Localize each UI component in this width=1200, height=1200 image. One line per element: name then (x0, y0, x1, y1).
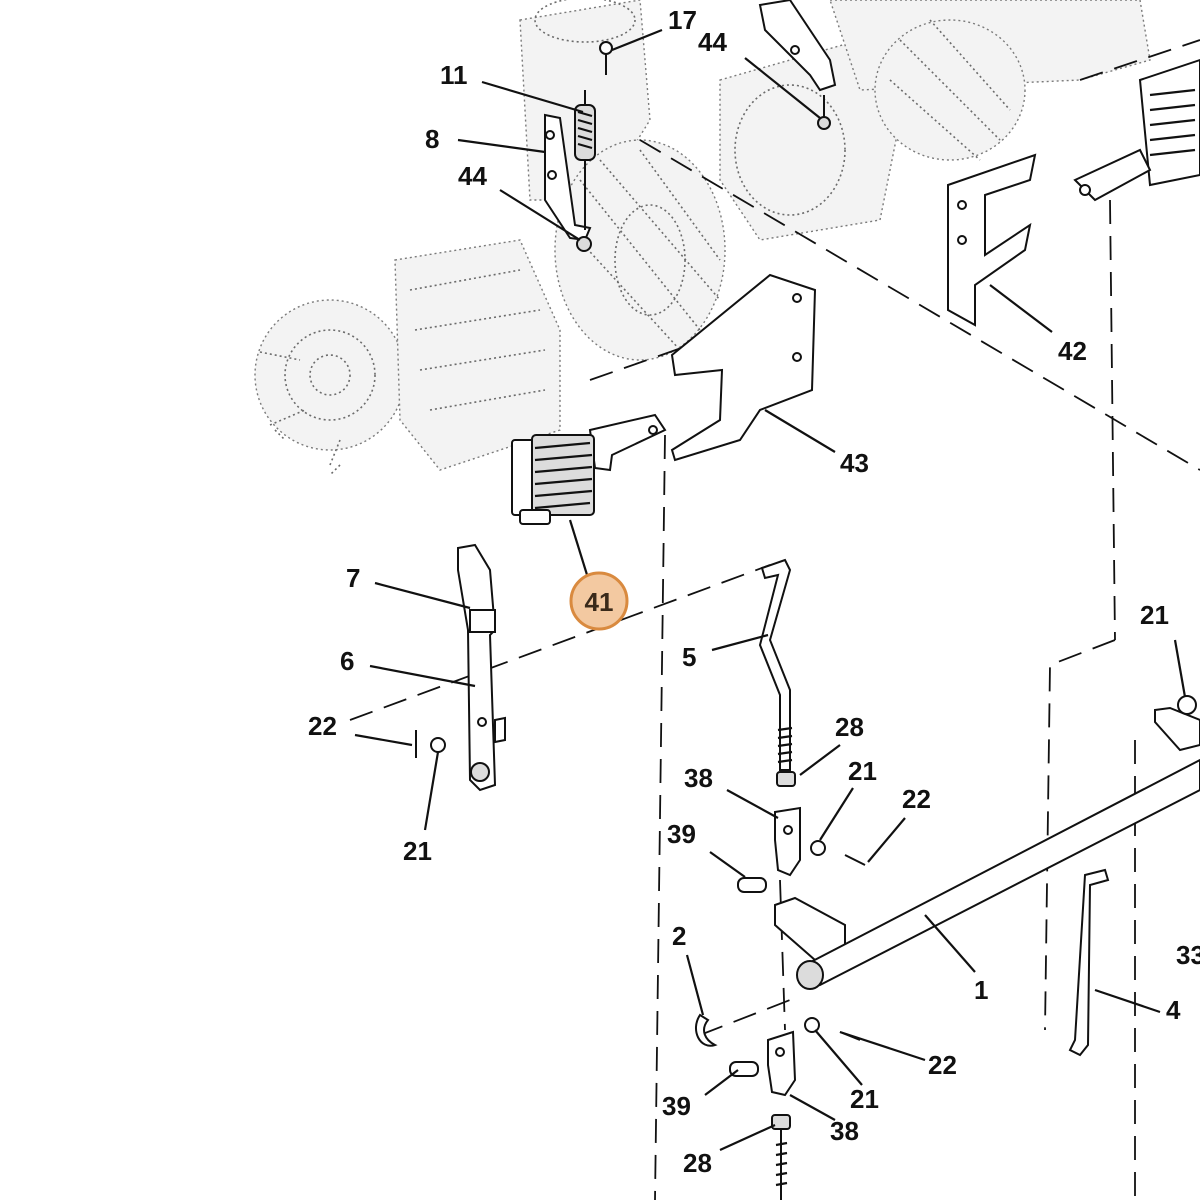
callout-33: 33 (1176, 940, 1200, 970)
callout-42: 42 (1058, 336, 1087, 366)
callout-44-left: 44 (458, 161, 487, 191)
bracket-43 (670, 273, 817, 462)
callout-1: 1 (974, 975, 988, 1005)
callout-28-upper: 28 (835, 712, 864, 742)
callout-8: 8 (425, 124, 439, 154)
callout-22-lower: 22 (928, 1050, 957, 1080)
clip-2 (695, 1013, 718, 1047)
callout-38-upper: 38 (684, 763, 713, 793)
callout-41: 41 (585, 587, 614, 617)
callout-6: 6 (340, 646, 354, 676)
callout-22-left: 22 (308, 711, 337, 741)
lower-clevis (729, 1017, 861, 1200)
callout-11: 11 (440, 60, 468, 90)
callout-17: 17 (668, 5, 697, 35)
callout-43: 43 (840, 448, 869, 478)
rod-5 (758, 558, 796, 787)
friction-pad-41 (511, 413, 667, 525)
callout-22-upper: 22 (902, 784, 931, 814)
callout-2: 2 (672, 921, 686, 951)
highlighted-callout-41[interactable]: 41 (569, 571, 629, 631)
shaft-1 (774, 695, 1200, 990)
callout-44-upper: 44 (698, 27, 727, 57)
callout-21-right: 21 (1140, 600, 1169, 630)
upper-bracket (758, 0, 837, 130)
transaxle-ghost (254, 0, 1151, 476)
callout-21-left: 21 (403, 836, 432, 866)
callout-5: 5 (682, 642, 696, 672)
callout-21-upper: 21 (848, 756, 877, 786)
callout-39-upper: 39 (667, 819, 696, 849)
callout-39-lower: 39 (662, 1091, 691, 1121)
upper-clevis (737, 806, 866, 893)
lever-6-7 (415, 543, 506, 792)
highlight-circle[interactable] (569, 571, 629, 631)
callout-28-lower: 28 (683, 1148, 712, 1178)
callout-7: 7 (346, 563, 360, 593)
assembly-guide-lines (349, 39, 1200, 1200)
callout-labels: 17 44 11 8 44 42 43 7 6 22 21 5 28 21 38… (308, 5, 1200, 1178)
callout-38-lower: 38 (830, 1116, 859, 1146)
spring-bracket-assembly (544, 41, 613, 252)
bracket-42 (947, 153, 1037, 327)
callout-4: 4 (1166, 995, 1181, 1025)
right-edge-component (1073, 58, 1200, 202)
callout-21-lower: 21 (850, 1084, 879, 1114)
bracket-4 (1068, 868, 1110, 1057)
leader-lines (354, 28, 1187, 1152)
